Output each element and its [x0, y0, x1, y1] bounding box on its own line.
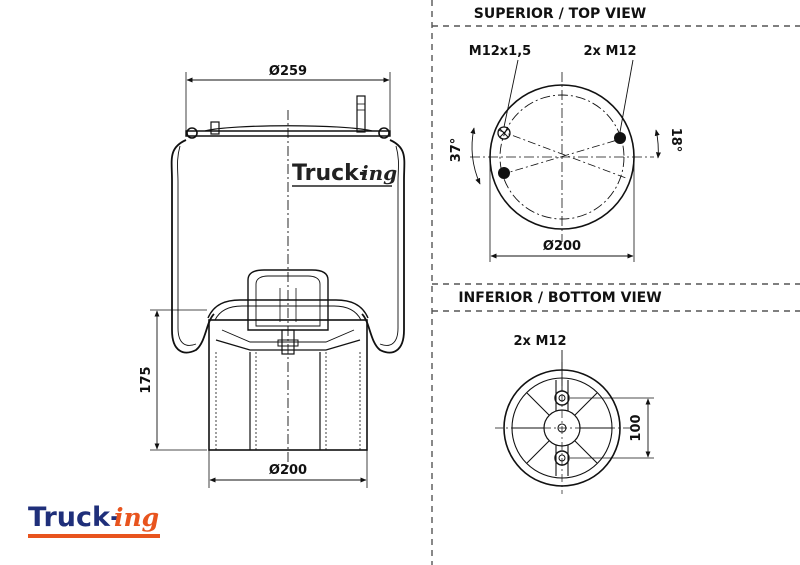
- bellow-left: [170, 139, 215, 354]
- top-diameter-label: Ø259: [269, 64, 307, 79]
- top-plate-crimp-right: [378, 127, 390, 139]
- piston-skirt: [208, 319, 368, 451]
- bottom-view-label: 2x M12: [514, 334, 567, 349]
- top-stud-left: [210, 121, 220, 135]
- leader-2x-m12: [619, 59, 634, 133]
- top-view-diameter-label: Ø200: [543, 239, 581, 254]
- brand-logo-underline: [28, 534, 160, 538]
- brand-logo-main: Truck-: [28, 502, 121, 533]
- side-view: [150, 72, 406, 488]
- watermark-logo-suffix: ing: [361, 161, 397, 185]
- angle-right-label: 18°: [668, 128, 683, 153]
- bottom-view: [495, 350, 654, 494]
- top-view-title: SUPERIOR / TOP VIEW: [474, 6, 646, 22]
- stud-hole-right: [614, 132, 626, 144]
- base-diameter-label: Ø200: [269, 463, 307, 478]
- top-plate: [185, 130, 391, 137]
- watermark-logo-main: Truck-: [292, 161, 368, 186]
- leader-m12x15: [503, 59, 519, 128]
- height-label: 175: [139, 366, 154, 393]
- bottom-view-height-label: 100: [629, 414, 644, 441]
- bottom-view-title: INFERIOR / BOTTOM VIEW: [458, 290, 661, 306]
- top-plate-dome: [204, 125, 373, 132]
- inner-bumper: [247, 269, 329, 331]
- angle-left-label: 37°: [449, 138, 464, 163]
- bellow-right: [361, 139, 406, 354]
- watermark-logo: Truck- ing: [292, 161, 397, 187]
- top-stud-right: [356, 95, 366, 133]
- top-view-label-right: 2x M12: [584, 44, 637, 59]
- brand-logo: Truck- ing: [28, 502, 160, 538]
- top-view-label-left: M12x1,5: [469, 44, 531, 59]
- brand-logo-suffix: ing: [114, 503, 159, 532]
- top-view: [470, 59, 661, 262]
- piston-shoulder: [207, 299, 369, 319]
- center-bolt: [281, 329, 295, 355]
- stud-hole-left: [498, 167, 510, 179]
- angle-arc-left: [470, 127, 481, 185]
- top-plate-crimp-left: [186, 127, 198, 139]
- angle-arc-right: [654, 129, 661, 159]
